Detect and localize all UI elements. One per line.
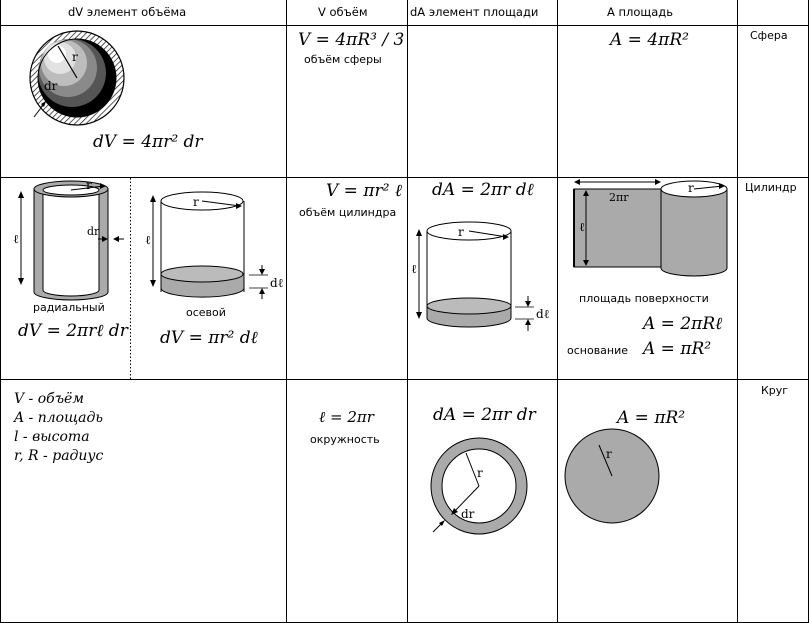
sphere-v-caption: объём сферы [304, 53, 382, 66]
cylinder-v-caption: объём цилиндра [299, 206, 397, 219]
sphere-dr-label: dr [44, 79, 58, 93]
radial-dv-formula: dV = 2πrℓ dr [18, 321, 128, 341]
legend: V - объём A - площадь l - высота r, R - … [14, 390, 103, 466]
header-v: V объём [318, 5, 368, 19]
surface-caption: площадь поверхности [579, 292, 709, 305]
radial-dr-label: dr [87, 225, 100, 238]
disk-r-label: r [606, 447, 612, 461]
sphere-v-formula: V = 4πR³ / 3 [298, 30, 405, 50]
legend-item: r, R - радиус [14, 448, 104, 464]
row-label-cylinder: Цилиндр [745, 181, 797, 194]
surface-2pir-label: 2πr [609, 191, 629, 204]
header-da: dA элемент площади [410, 5, 539, 19]
surface-formula: A = 2πRℓ [643, 314, 723, 334]
header-a: A площадь [607, 5, 674, 19]
da-l-label: ℓ [411, 262, 417, 276]
surface-l-label: ℓ [579, 220, 585, 234]
axial-r-label: r [193, 195, 199, 209]
axial-dv-formula: dV = πr² dℓ [160, 328, 258, 348]
radial-r-label: r [86, 178, 92, 192]
sphere-dv-formula: dV = 4πr² dr [93, 132, 203, 152]
base-formula: A = πR² [643, 339, 712, 359]
row-label-circle: Круг [761, 384, 789, 397]
annulus-r-label: r [477, 466, 483, 480]
circle-a-formula: A = πR² [617, 408, 686, 428]
circle-da-formula: dA = 2πr dr [433, 405, 536, 425]
annulus-dr-label: dr [461, 507, 475, 521]
row-label-sphere: Сфера [750, 29, 788, 42]
cylinder-da-formula: dA = 2πr dℓ [432, 180, 534, 200]
da-dl-label: dℓ [536, 307, 550, 321]
legend-item: A - площадь [14, 410, 103, 426]
legend-item: V - объём [14, 391, 84, 407]
axial-l-label: ℓ [145, 233, 151, 247]
base-caption: основание [567, 344, 629, 357]
surface-r-label: r [688, 181, 694, 195]
radial-caption: радиальный [33, 301, 105, 314]
radial-l-label: ℓ [13, 232, 19, 246]
circumference-formula: ℓ = 2πr [319, 408, 374, 426]
legend-item: l - высота [14, 429, 90, 445]
sphere-a-formula: A = 4πR² [610, 30, 689, 50]
sphere-r-label: r [72, 50, 78, 64]
cylinder-v-formula: V = πr² ℓ [326, 181, 402, 201]
axial-dl-label: dℓ [270, 276, 284, 290]
da-r-label: r [458, 225, 464, 239]
header-dv: dV элемент объёма [68, 5, 187, 19]
axial-caption: осевой [186, 306, 226, 319]
circumference-caption: окружность [310, 433, 380, 446]
